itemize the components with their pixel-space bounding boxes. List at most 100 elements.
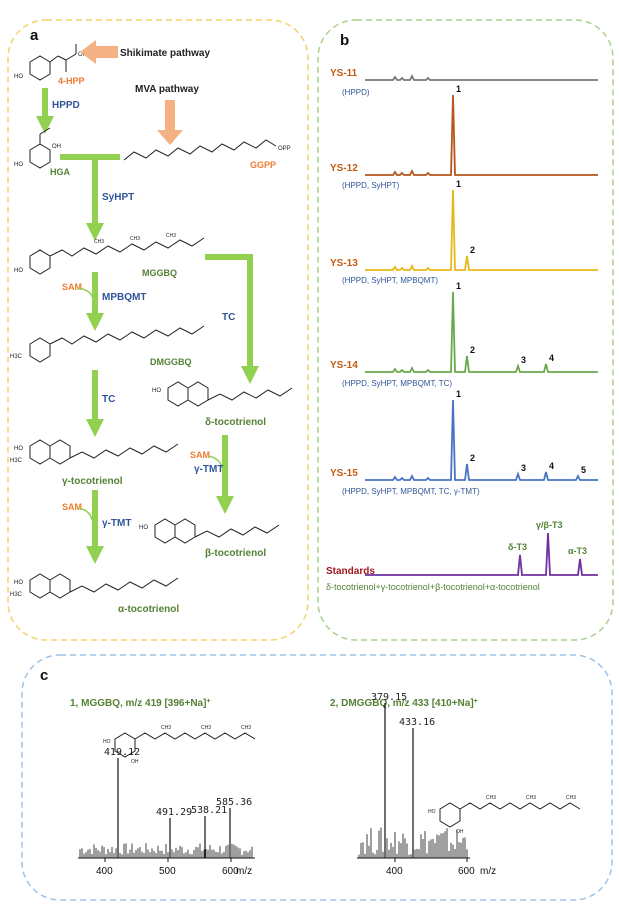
trace-ys-12: [365, 94, 598, 176]
trace-name: YS-12: [330, 163, 358, 174]
label-gtmt-left: γ-TMT: [102, 518, 131, 529]
molecule-ch3: CH3: [161, 725, 171, 731]
peak-label: 2: [470, 245, 475, 255]
panel-a-letter: a: [30, 27, 39, 44]
label-beta-toc: β-tocotrienol: [205, 548, 266, 559]
label-tc-right: TC: [222, 312, 235, 323]
tick-label: 600: [222, 866, 239, 877]
mggbq-ch3-a: CH3: [94, 239, 104, 245]
shikimate-arrow: [80, 40, 118, 64]
hpp-ho: HO: [14, 74, 23, 80]
spectrum-title: 1, MGGBQ, m/z 419 [396+Na]+: [70, 698, 211, 710]
molecule-oh: OH: [456, 829, 464, 835]
peak-label: 3: [521, 355, 526, 365]
molecule-ho: HO: [103, 739, 111, 745]
ms-peak-label: 433.16: [399, 717, 435, 728]
label-hga: HGA: [50, 167, 71, 177]
delta-toc-structure: [167, 381, 293, 407]
label-gamma-toc: γ-tocotrienol: [62, 476, 123, 487]
panel-b-letter: b: [340, 32, 349, 49]
molecule-ring: [114, 732, 136, 758]
peak-label: 5: [581, 465, 586, 475]
label-sam3: SAM: [62, 502, 82, 512]
standards-name: Standards: [326, 566, 375, 577]
label-4-hpp: 4-HPP: [58, 76, 85, 86]
trace-genes: (HPPD, SyHPT): [342, 181, 400, 190]
peak-label: 1: [456, 389, 461, 399]
standard-peak-label: γ/β-T3: [536, 520, 563, 530]
tick-label: 400: [386, 866, 403, 877]
peak-label: 1: [456, 84, 461, 94]
ms-peak-label: 491.29: [156, 807, 192, 818]
trace-name: YS-15: [330, 468, 358, 479]
hga-ho: HO: [14, 162, 23, 168]
trace-ys-11: [365, 73, 598, 81]
tick-label: 400: [96, 866, 113, 877]
tick-label: 600: [458, 866, 475, 877]
alpha-ho: HO: [14, 580, 23, 586]
x-axis-label: m/z: [236, 866, 252, 877]
label-shikimate: Shikimate pathway: [120, 48, 210, 59]
panel-a-box: [7, 19, 309, 641]
peak-label: 2: [470, 453, 475, 463]
molecule-ch3: CH3: [526, 795, 536, 801]
molecule-oh: OH: [131, 759, 139, 765]
peak-label: 1: [456, 179, 461, 189]
trace-name: YS-13: [330, 258, 358, 269]
standard-peak-label: α-T3: [568, 546, 587, 556]
molecule-ho: HO: [428, 809, 436, 815]
label-alpha-toc: α-tocotrienol: [118, 604, 179, 615]
mggbq-ch3-c: CH3: [166, 233, 176, 239]
label-sam2: SAM: [190, 450, 210, 460]
hpp-structure: [29, 44, 77, 81]
label-delta-toc: δ-tocotrienol: [205, 417, 266, 428]
trace-ys-15: [365, 399, 598, 481]
gamma-ho: HO: [14, 446, 23, 452]
panel-c-letter: c: [40, 667, 48, 684]
molecule-ring: [439, 802, 461, 828]
trace-genes: (HPPD, SyHPT, MPBQMT, TC, γ-TMT): [342, 487, 480, 496]
label-mggbq: MGGBQ: [142, 268, 177, 278]
label-gtmt-right: γ-TMT: [194, 464, 223, 475]
molecule-ch3: CH3: [241, 725, 251, 731]
sam3-curve: [77, 507, 93, 521]
alpha-h3c: H3C: [10, 592, 23, 598]
sam1-curve: [77, 287, 94, 301]
beta-ho: HO: [139, 525, 148, 531]
spectrum-title: 2, DMGGBQ, m/z 433 [410+Na]+: [330, 698, 478, 710]
peak-label: 1: [456, 281, 461, 291]
ms-peak-label: 538.21: [191, 805, 227, 816]
trace-genes: (HPPD): [342, 88, 370, 97]
delta-ho: HO: [152, 388, 161, 394]
chromatogram-group: YS-11(HPPD)YS-12(HPPD, SyHPT)1YS-13(HPPD…: [326, 68, 598, 592]
ms-peak-label: 419.12: [104, 747, 140, 758]
molecule-ch3: CH3: [566, 795, 576, 801]
trace-ys-14: [365, 291, 598, 373]
label-mva: MVA pathway: [135, 84, 199, 95]
label-dmggbq: DMGGBQ: [150, 357, 192, 367]
label-mpbqmt: MPBQMT: [102, 292, 146, 303]
trace-name: YS-11: [330, 68, 358, 79]
dmggbq-h3c: H3C: [10, 354, 23, 360]
ms-peak-label: 379.15: [371, 692, 407, 703]
molecule-ch3: CH3: [201, 725, 211, 731]
panel-b-box: [317, 19, 614, 641]
molecule-chain: [459, 802, 581, 810]
gamma-toc-structure: [29, 439, 179, 465]
label-syhpt: SyHPT: [102, 192, 134, 203]
ggpp-opp: OPP: [278, 146, 291, 152]
x-axis-label: m/z: [480, 866, 496, 877]
alpha-toc-structure: [29, 573, 179, 599]
ms-peak-label: 585.36: [216, 797, 252, 808]
trace-name: YS-14: [330, 360, 358, 371]
peak-label: 4: [549, 353, 554, 363]
standard-peak-label: δ-T3: [508, 542, 527, 552]
molecule-ch3: CH3: [486, 795, 496, 801]
hga-oh: OH: [52, 144, 61, 150]
mggbq-ho: HO: [14, 268, 23, 274]
label-sam1: SAM: [62, 282, 82, 292]
mggbq-structure: [29, 237, 205, 275]
standards-caption: δ-tocotrienol+γ-tocotrienol+β-tocotrieno…: [326, 582, 540, 592]
